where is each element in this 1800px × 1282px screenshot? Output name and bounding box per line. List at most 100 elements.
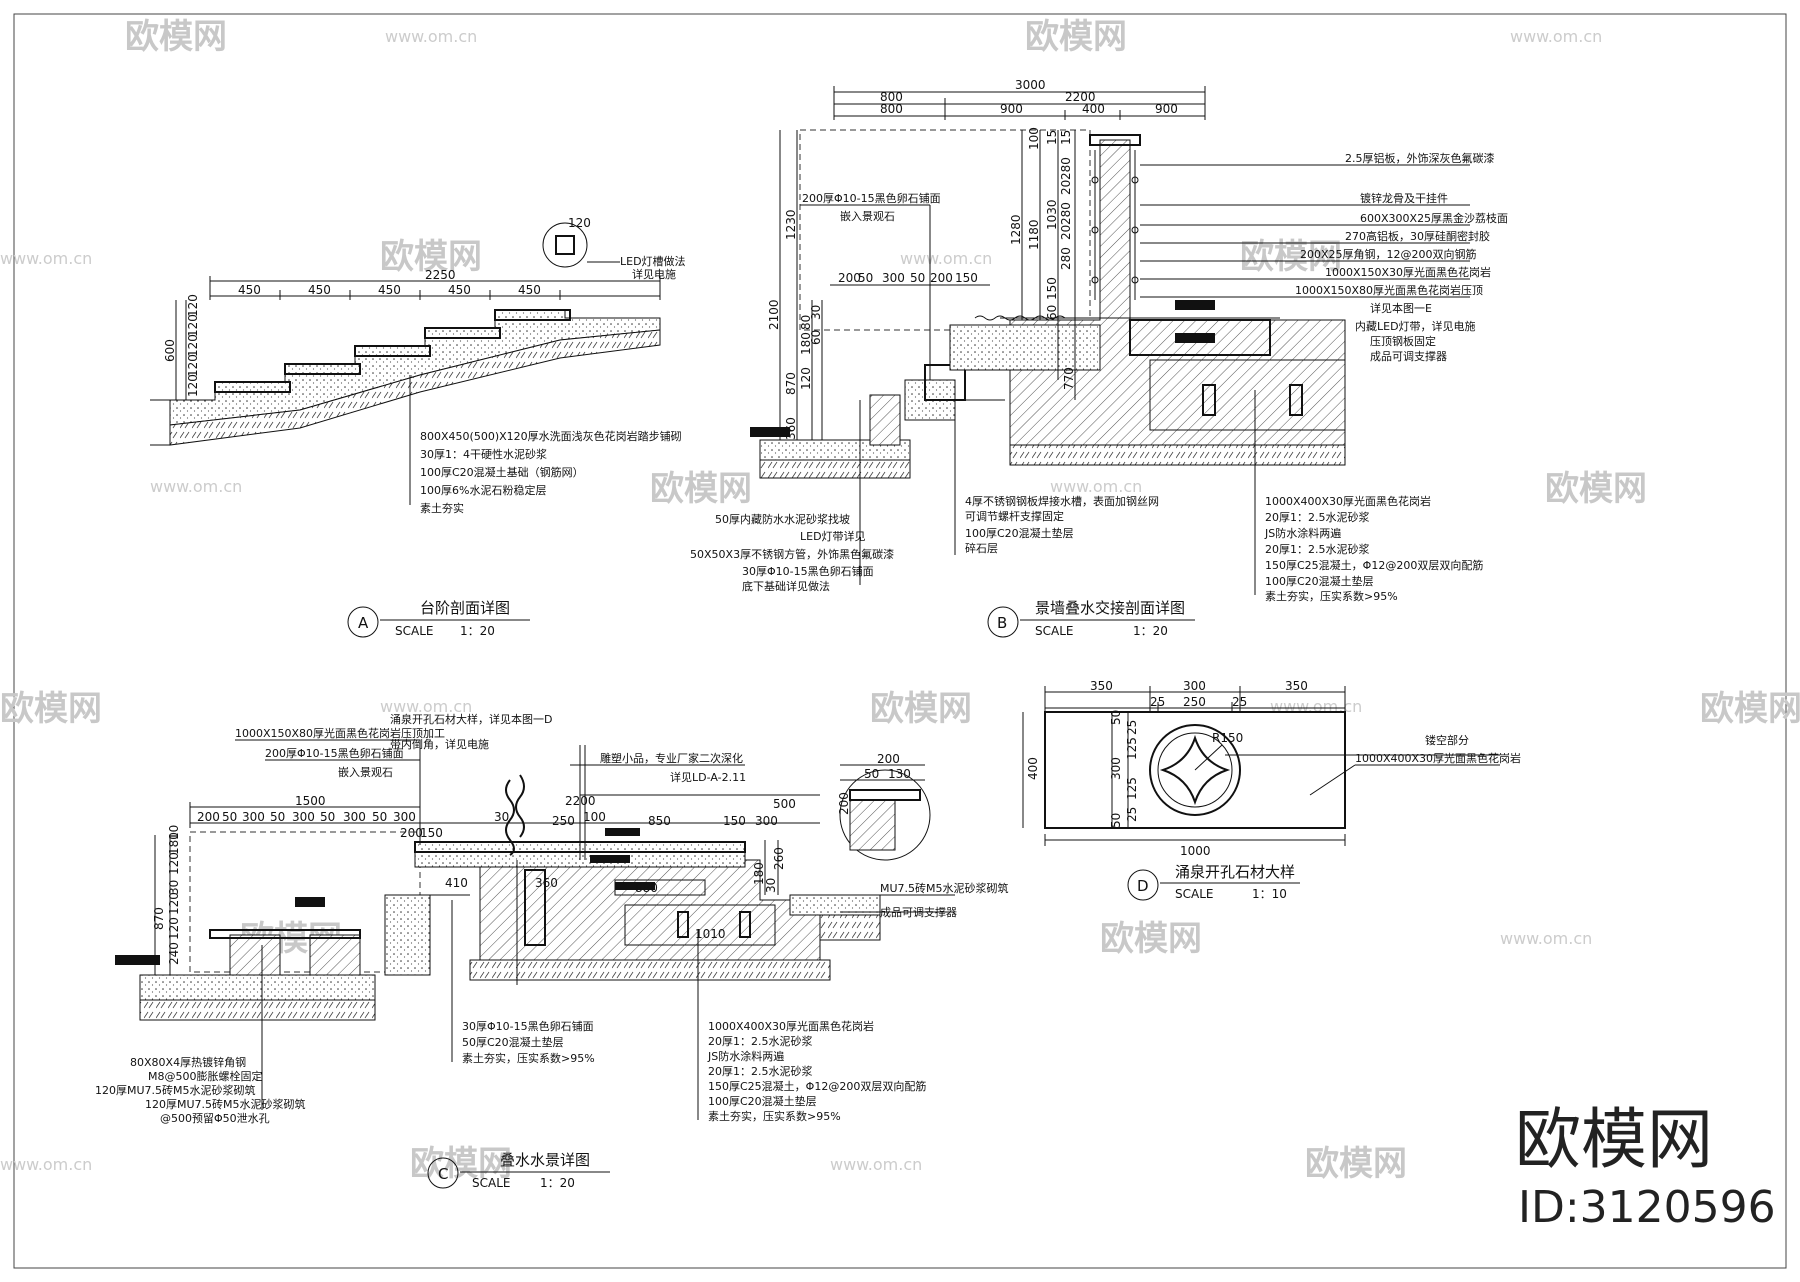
dim-d-left: 300 (1109, 757, 1123, 780)
note-b-right: 1000X150X80厚光面黑色花岗岩压顶 (1295, 283, 1483, 297)
note-b-right: 200X25厚角钢，12@200双向钢筋 (1300, 247, 1477, 261)
dim-d-top: 250 (1183, 695, 1206, 709)
watermark-brand: 欧模网 (870, 689, 972, 729)
dim-d-left: 50 (1109, 813, 1123, 828)
note-b-left: 嵌入景观石 (840, 210, 895, 223)
dim-c: 150 (420, 826, 443, 840)
dim-c-left: 120 (167, 917, 181, 940)
note-b-right: 详见本图一E (1370, 301, 1432, 315)
section-c-notes-top: 涌泉开孔石材大样，详见本图一D 1000X150X80厚光面黑色花岗岩压顶加工 … (235, 712, 552, 845)
note-c-sculpture: 雕塑小品，专业厂家二次深化 (600, 751, 743, 765)
note-b-right: 1000X150X30厚光面黑色花岗岩 (1325, 265, 1491, 279)
dim-b: 2200 (1065, 90, 1096, 104)
note-a: 800X450(500)X120厚水洗面浅灰色花岗岩踏步铺砌 (420, 429, 682, 443)
watermark-item: 欧模网 www.om.cn (0, 237, 482, 277)
watermark-brand: 欧模网 (380, 237, 482, 277)
dim-c-detail: 200 (837, 792, 851, 815)
watermark-url: www.om.cn (150, 477, 242, 496)
watermark-brand: 欧模网 (1025, 17, 1127, 57)
section-c-title: 叠水水景详图 (500, 1151, 590, 1169)
watermark-url: www.om.cn (1050, 477, 1142, 496)
dim-c: 100 (583, 810, 606, 824)
dim-d-left: 25 (1125, 807, 1139, 822)
dim-c-detail: 50 (864, 767, 879, 781)
note-a: 100厚6%水泥石粉稳定层 (420, 483, 546, 497)
dim-d-left: 400 (1026, 757, 1040, 780)
dim-b-right: 280 (1059, 157, 1073, 180)
dim-c-left: 120 (167, 852, 181, 875)
note-b-right: 270高铝板，30厚硅酮密封胶 (1345, 229, 1490, 243)
dim-a-step: 450 (448, 283, 471, 297)
section-d-scale: 1：10 (1252, 887, 1287, 901)
dim-d-top: 25 (1150, 695, 1165, 709)
note-c-bm: 素土夯实，压实系数>95% (462, 1051, 595, 1065)
note-b-bm: 可调节螺杆支撑固定 (965, 509, 1064, 523)
section-c-scale-label: SCALE (472, 1176, 510, 1190)
dim-d-left: 25 (1125, 720, 1139, 735)
note-b-bm: 4厚不锈钢钢板焊接水槽，表面加钢丝网 (965, 494, 1159, 508)
dim-b-mid: 50 (910, 271, 925, 285)
section-a-label: A (358, 614, 369, 632)
section-c-notes-bottom-left: 80X80X4厚热镀锌角钢 M8@500膨胀螺栓固定 120厚MU7.5砖M5水… (95, 945, 306, 1125)
dim-c: 200 (400, 826, 423, 840)
dim-c: 150 (723, 814, 746, 828)
dim-b-left: 80 (799, 315, 813, 330)
section-d-scale-label: SCALE (1175, 887, 1213, 901)
note-c-br: JS防水涂料两遍 (707, 1049, 784, 1063)
dim-c-detail: 130 (888, 767, 911, 781)
dim-b-left: 180 (799, 332, 813, 355)
note-b-br: 20厚1：2.5水泥砂浆 (1265, 542, 1370, 556)
dim-a-riser: 120 (186, 374, 200, 397)
dim-c: 30 (494, 810, 509, 824)
dim-a-step: 450 (308, 283, 331, 297)
dim-b-right: 770 (1062, 367, 1076, 390)
note-b-br: 1000X400X30厚光面黑色花岗岩 (1265, 494, 1431, 508)
watermark-brand: 欧模网 (1305, 1144, 1407, 1184)
dim-a-riser: 120 (186, 294, 200, 317)
dim-b: 900 (1000, 102, 1023, 116)
watermark-url: www.om.cn (900, 249, 992, 268)
note-b-bl: 50X50X3厚不锈钢方管，外饰黑色氟碳漆 (690, 547, 894, 561)
note-c-top: 1000X150X80厚光面黑色花岗岩压顶加工 (235, 726, 445, 740)
note-c-top: 涌泉开孔石材大样，详见本图一D (390, 712, 552, 726)
note-b-bm: 碎石层 (965, 541, 998, 555)
note-a-led-sub: 详见电施 (632, 267, 676, 281)
watermark-item: 欧模网 www.om.cn (150, 469, 752, 509)
note-b-right: 600X300X25厚黑金沙荔枝面 (1360, 211, 1508, 225)
note-c-bl: 80X80X4厚热镀锌角钢 (130, 1055, 246, 1069)
note-d-inner: 镂空部分 (1425, 733, 1469, 747)
note-c-top: 200厚Φ10-15黑色卵石铺面 (265, 746, 404, 760)
note-c-bl: 120厚MU7.5砖M5水泥砂浆砌筑 (95, 1083, 256, 1097)
dim-b-left: 1230 (784, 209, 798, 240)
dim-b: 800 (880, 90, 903, 104)
watermark-url: www.om.cn (380, 697, 472, 716)
watermark-url: www.om.cn (0, 249, 92, 268)
dim-b: 800 (880, 102, 903, 116)
dim-c-left: 30 (167, 880, 181, 895)
dim-c-left: 240 (167, 942, 181, 965)
watermark-item: 欧模网 www.om.cn (1025, 17, 1602, 57)
note-c-right2: 成品可调支撑器 (880, 905, 957, 919)
watermark-url: www.om.cn (830, 1155, 922, 1174)
dim-b-left: 30 (809, 305, 823, 320)
section-d-title: 涌泉开孔石材大样 (1175, 863, 1295, 881)
dim-b-mid: 200 (838, 271, 861, 285)
dim-c: 50 (222, 810, 237, 824)
note-a-led: LED灯槽做法 (620, 254, 686, 268)
dim-d-left: 50 (1109, 710, 1123, 725)
dim-c-mid: 360 (535, 876, 558, 890)
dim-d-bottom: 1000 (1180, 844, 1211, 858)
note-a: 30厚1：4干硬性水泥砂浆 (420, 447, 547, 461)
dim-b-mid: 300 (882, 271, 905, 285)
dim-c: 300 (343, 810, 366, 824)
dim-a-detail: 120 (568, 216, 591, 230)
dim-d-top: 350 (1090, 679, 1113, 693)
note-b-bl: LED灯带详见 (800, 529, 866, 543)
dim-c-mid: 410 (445, 876, 468, 890)
dim-c: 300 (755, 814, 778, 828)
section-c-notes-bottom-right: 1000X400X30厚光面黑色花岗岩 20厚1：2.5水泥砂浆 JS防水涂料两… (697, 930, 926, 1123)
section-b-notes-left: 200厚Φ10-15黑色卵石铺面 嵌入景观石 (800, 191, 941, 380)
dim-b-mid: 200 (930, 271, 953, 285)
dim-c: 300 (393, 810, 416, 824)
section-b-label: B (997, 614, 1007, 632)
